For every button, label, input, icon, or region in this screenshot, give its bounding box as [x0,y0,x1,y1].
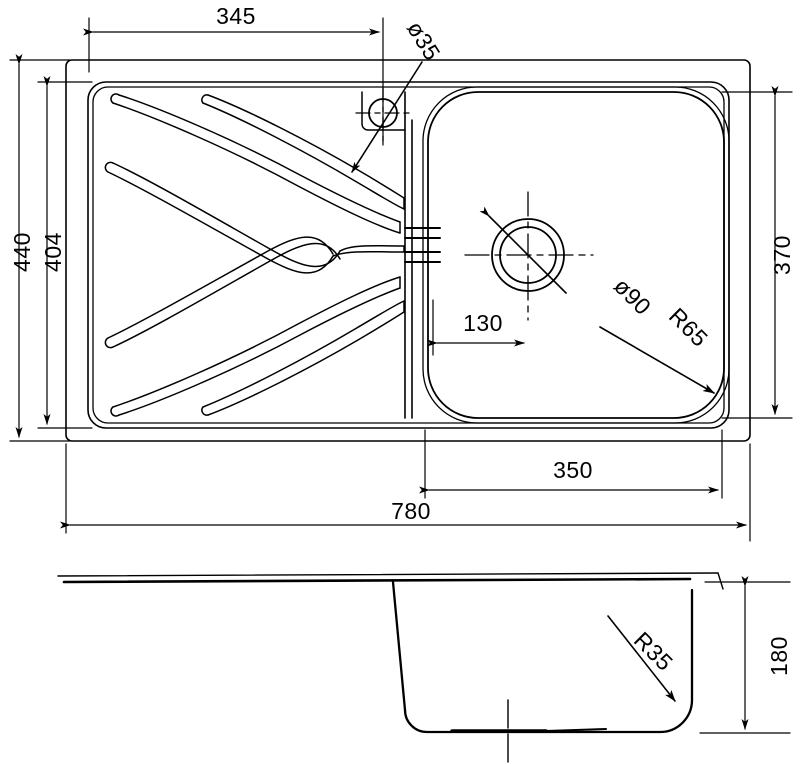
dim-label-370: 370 [769,235,795,275]
dimension-345 [83,17,384,146]
tap-deck-outline [361,91,406,131]
dim-label-r65: R65 [664,303,713,352]
dim-label-350: 350 [553,457,593,483]
dim-label-180: 180 [766,636,792,676]
dimension-350 [419,429,723,499]
section-rim-top [57,572,719,577]
section-rim-under [62,577,692,584]
dim-label-d90: ø90 [609,273,656,320]
section-bowl-profile [391,580,694,734]
dim-label-d35: ø35 [402,16,446,65]
dimension-440 [9,54,71,442]
leader-r65 [599,326,715,394]
drainboard-grooves [104,93,405,417]
leader-d90 [479,206,567,294]
dim-label-345: 345 [216,3,256,29]
dim-label-440: 440 [9,232,35,272]
dimension-404 [37,76,93,429]
dimension-130 [427,299,525,356]
plan-view [9,17,793,542]
sink-inner-rim [87,81,730,429]
dim-label-130: 130 [463,310,503,336]
leader-d35 [351,61,423,173]
drainboard-spine [404,91,413,419]
dimension-180 [699,576,791,734]
sink-outer-rim [65,59,751,442]
section-view [57,572,791,764]
dimension-370 [721,86,793,419]
sink-inner-rim-offset [92,86,725,424]
dim-label-r35: R35 [629,627,678,676]
section-rim-right-edge [717,572,724,590]
sink-bowl-inner-outline [422,86,730,424]
sink-bowl-outline [427,91,725,419]
leader-r35-section [607,615,676,702]
dim-label-404: 404 [40,232,66,272]
dim-label-780: 780 [391,498,431,524]
dimension-780 [60,443,751,542]
section-bowl-bottom2 [545,728,607,732]
